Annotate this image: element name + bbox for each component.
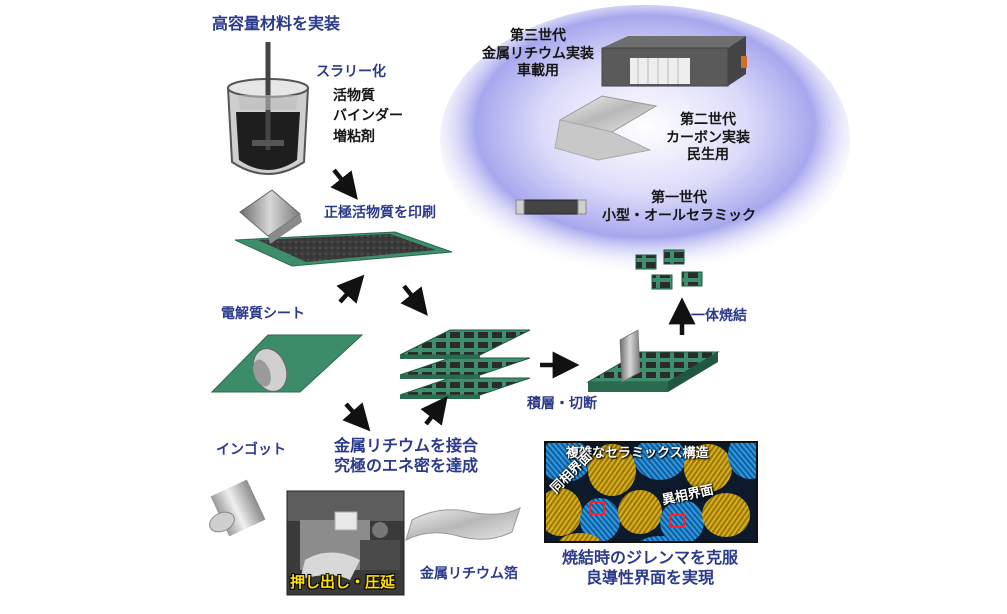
stacked-sheets-illustration	[399, 329, 531, 399]
arrow-slurry-to-print	[330, 168, 358, 200]
li-foil-label: 金属リチウム箔	[420, 566, 518, 582]
slurry-label: スラリー化	[316, 64, 386, 80]
sintered-chips	[635, 249, 703, 290]
homo-interface-box	[589, 501, 605, 515]
gen1-battery	[515, 199, 587, 215]
ingredient-active-material: 活物質	[333, 88, 375, 104]
print-cathode-label: 正極活物質を印刷	[324, 205, 436, 221]
electrolyte-sheet-illustration	[210, 334, 364, 393]
printing-illustration	[234, 189, 453, 267]
slurry-ingredients: 活物質 バインダー 増粘剤	[333, 86, 403, 147]
arrow-sheet-to-bond	[342, 402, 371, 432]
cutting-illustration	[586, 329, 720, 392]
good-interface-label: 良導性界面を実現	[585, 568, 714, 587]
ceramic-micrograph	[544, 441, 758, 543]
extrude-roll-label: 押し出し・圧延	[290, 573, 396, 591]
process-arrows	[330, 168, 696, 432]
gen1-label: 第一世代 小型・オールセラミック	[594, 190, 764, 225]
stack-cut-label: 積層・切断	[527, 396, 597, 412]
dilemma-label: 焼結時のジレンマを克服	[561, 548, 738, 567]
arrow-print-to-stack	[400, 284, 428, 316]
gen1-desc: 小型・オールセラミック	[602, 207, 756, 224]
gen2-title: 第二世代	[680, 112, 736, 128]
gen3-battery	[601, 36, 747, 87]
arrow-bond-to-stack	[420, 396, 448, 426]
gen3-label: 第三世代 金属リチウム実装 車載用	[472, 28, 604, 81]
gen3-title: 第三世代	[510, 28, 566, 44]
micrograph-title: 複雑なセラミックス構造	[566, 446, 709, 461]
gen3-use: 車載用	[517, 63, 559, 79]
gen2-use: 民生用	[687, 147, 729, 163]
bond-li-label: 金属リチウムを接合	[333, 436, 478, 455]
extrusion-photo	[287, 491, 404, 595]
gen3-desc: 金属リチウム実装	[482, 45, 594, 62]
gen1-title: 第一世代	[651, 190, 707, 206]
gen2-desc: カーボン実装	[666, 129, 750, 146]
electrolyte-sheet-label: 電解質シート	[221, 306, 305, 322]
hetero-interface-box	[669, 514, 685, 528]
micrograph-caption: 焼結時のジレンマを克服 良導性界面を実現	[530, 548, 770, 588]
slurry-mixer	[226, 42, 310, 175]
lithium-foil-illustration	[405, 507, 521, 541]
ingredient-thickener: 増粘剤	[333, 128, 375, 145]
gen2-battery	[554, 95, 658, 161]
ingot-label: インゴット	[216, 442, 286, 458]
high-capacity-label: 高容量材料を実装	[212, 14, 341, 33]
bond-li-caption: 金属リチウムを接合 究極のエネ密を達成	[318, 436, 494, 476]
energy-density-label: 究極のエネ密を達成	[333, 456, 478, 475]
arrow-sheet-to-print	[336, 274, 365, 304]
ingot-illustration	[209, 479, 266, 537]
cosinter-label: 一体焼結	[691, 308, 747, 324]
ingredient-binder: バインダー	[333, 108, 403, 125]
gen2-label: 第二世代 カーボン実装 民生用	[658, 112, 758, 165]
